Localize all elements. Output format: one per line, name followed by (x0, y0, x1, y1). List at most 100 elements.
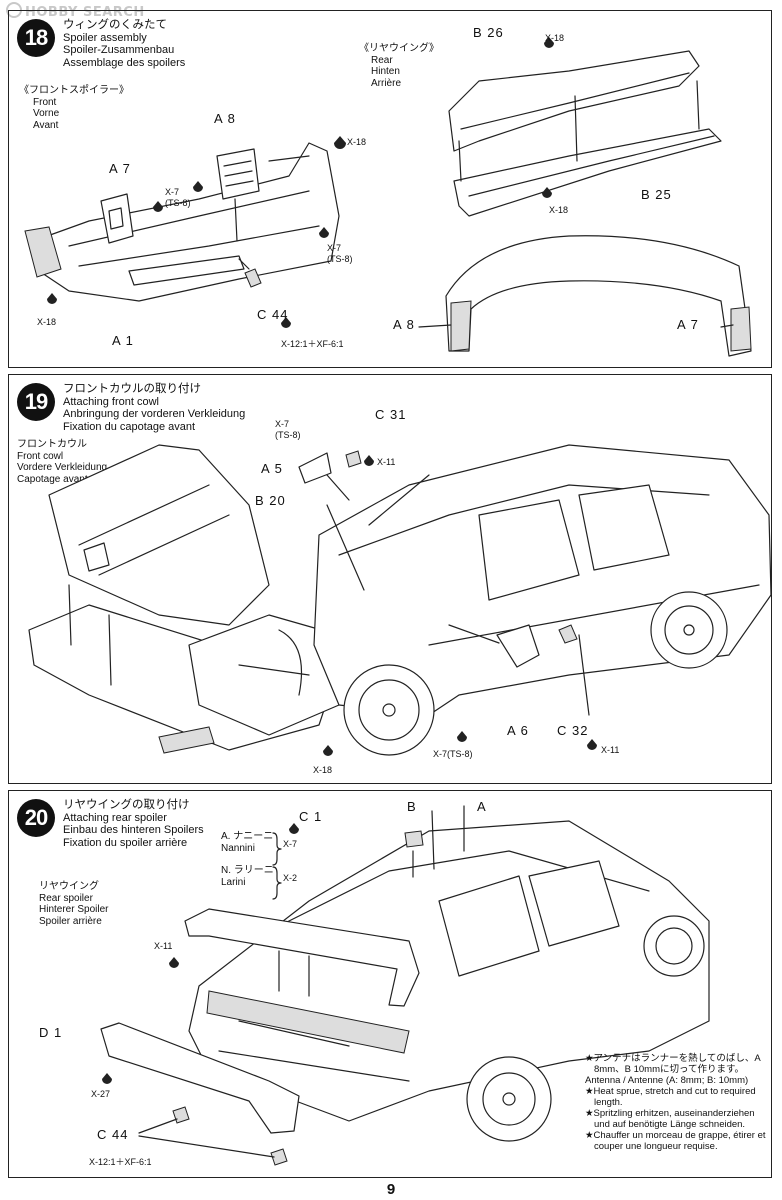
tail-light-bar (206, 990, 410, 1054)
step-20-panel: 20 リヤウイングの取り付け Attaching rear spoiler Ei… (8, 790, 772, 1178)
rear-fr: Arrière (371, 77, 402, 89)
part-a: A (477, 799, 487, 814)
front-cowl-drawing (28, 444, 772, 756)
part-c32: C 32 (557, 723, 589, 738)
step-19-panel: 19 フロントカウルの取り付け Attaching front cowl Anb… (8, 374, 772, 784)
larini-jp: N. ラリーニ (221, 865, 274, 876)
glue-x7: X-7 (275, 419, 290, 429)
glue-ts8-a: (TS-8) (165, 198, 191, 208)
part-a7-bottom: A 7 (677, 317, 699, 332)
cowl-jp: フロントカウル (17, 439, 87, 450)
note-de: ★Spritzling erhitzen, auseinanderziehen … (585, 1108, 755, 1130)
glue-x18: X-18 (313, 765, 333, 775)
front-spoiler-label: 《フロントスポイラー》 Front Vorne Avant (19, 85, 129, 131)
step-number: 20 (17, 799, 55, 837)
part-a5: A 5 (261, 461, 283, 476)
title-en: Attaching rear spoiler (63, 811, 167, 824)
front-cowl (48, 444, 270, 626)
rear-wing-b25 (453, 128, 722, 217)
glue-x2: X-2 (283, 873, 298, 883)
rear-en: Rear (371, 54, 393, 66)
wing-fr: Spoiler arrière (39, 915, 102, 927)
diffuser-d1 (100, 1022, 300, 1134)
part-b20: B 20 (255, 493, 286, 508)
front-cowl-label: フロントカウル Front cowl Vordere Verkleidung C… (17, 439, 107, 485)
step-title: リヤウイングの取り付け Attaching rear spoiler Einba… (63, 799, 204, 849)
rear-wing-b26 (448, 50, 700, 152)
title-de: Anbringung der vorderen Verkleidung (63, 408, 246, 420)
glue-ts8: (TS-8) (275, 430, 301, 440)
part-a6: A 6 (507, 723, 529, 738)
front-de: Vorne (33, 108, 60, 119)
nannini-label: A. ナニーニ Nannini (221, 831, 273, 854)
glue-x11: X-11 (154, 941, 173, 951)
cowl-en: Front cowl (17, 450, 64, 462)
title-jp: ウィングのくみたて (63, 19, 167, 31)
rear-spoiler-drawing (100, 805, 710, 1166)
part-b: B (407, 799, 417, 814)
rear-wing (184, 908, 420, 1007)
wing-jp: リヤウイング (39, 881, 99, 892)
step-18-panel: 18 ウィングのくみたて Spoiler assembly Spoiler-Zu… (8, 10, 772, 368)
title-de: Einbau des hinteren Spoilers (63, 824, 204, 836)
front-jp: 《フロントスポイラー》 (19, 85, 129, 96)
glue-x18-a: X-18 (347, 137, 367, 147)
part-c1: C 1 (299, 809, 323, 824)
rear-spoiler-label: リヤウイング Rear spoiler Hinterer Spoiler Spo… (39, 881, 108, 927)
glue-x18-b: X-18 (545, 33, 565, 43)
title-en: Spoiler assembly (63, 31, 147, 44)
cowl-de: Vordere Verkleidung (17, 462, 108, 473)
nannini-en: Nannini (221, 842, 255, 854)
part-c44: C 44 (97, 1127, 129, 1142)
antenna-note: ★アンテナはランナーを熱してのばし、A 8mm、B 10mmに切って作ります。 … (585, 1053, 771, 1152)
part-a7-top: A 7 (109, 161, 131, 176)
glue-mix: X-12:1＋XF-6:1 (281, 339, 344, 349)
page-number: 9 (386, 1181, 396, 1198)
part-a8-top: A 8 (214, 111, 236, 126)
wing-en: Rear spoiler (39, 892, 93, 904)
title-fr: Fixation du capotage avant (63, 420, 196, 433)
part-b26: B 26 (473, 25, 504, 40)
glue-x7ts8: X-7(TS-8) (433, 749, 473, 759)
glue-x27: X-27 (91, 1089, 111, 1099)
watermark-text: HOBBY SEARCH (25, 5, 145, 20)
note-fr: ★Chauffer un morceau de grappe, étirer e… (585, 1130, 766, 1152)
step-number: 19 (17, 383, 55, 421)
note-jp: ★アンテナはランナーを熱してのばし、A 8mm、B 10mmに切って作ります。 (585, 1053, 761, 1075)
c44-piece (244, 268, 262, 288)
spoiler-drawing (24, 37, 752, 357)
title-en: Attaching front cowl (63, 395, 159, 408)
glue-x7-b: X-7 (327, 243, 342, 253)
glue-x7: X-7 (283, 839, 298, 849)
glue-x11-a: X-11 (377, 457, 396, 467)
step-title: ウィングのくみたて Spoiler assembly Spoiler-Zusam… (63, 19, 185, 69)
part-d1: D 1 (39, 1025, 63, 1040)
front-spoiler-a1 (38, 142, 340, 302)
front-fr: Avant (33, 119, 59, 131)
glue-x18-c: X-18 (549, 205, 569, 215)
larini-label: N. ラリーニ Larini (221, 865, 274, 888)
rear-de: Hinten (371, 66, 400, 77)
title-fr: Fixation du spoiler arrière (63, 836, 188, 849)
glue-ts8-b: (TS-8) (327, 254, 353, 264)
glue-mix: X-12:1＋XF-6:1 (89, 1157, 152, 1167)
part-b25: B 25 (641, 187, 672, 202)
cowl-fr: Capotage avant (17, 473, 88, 485)
title-jp: リヤウイングの取り付け (63, 799, 190, 811)
front-en: Front (33, 96, 57, 108)
part-a8-bottom: A 8 (393, 317, 415, 332)
larini-en: Larini (221, 876, 246, 888)
glue-x11-b: X-11 (601, 745, 620, 755)
note-en: ★Heat sprue, stretch and cut to required… (585, 1086, 756, 1108)
part-c31: C 31 (375, 407, 407, 422)
rear-jp: 《リヤウイング》 (359, 43, 439, 54)
title-jp: フロントカウルの取り付け (63, 383, 201, 395)
corner-piece (24, 226, 62, 278)
step-number: 18 (17, 19, 55, 57)
glue-x18-d: X-18 (37, 317, 57, 327)
title-de: Spoiler-Zusammenbau (63, 44, 175, 56)
wing-de: Hinterer Spoiler (39, 904, 109, 915)
rear-wing-label: 《リヤウイング》 Rear Hinten Arrière (359, 43, 439, 89)
part-a1: A 1 (112, 333, 134, 348)
nannini-jp: A. ナニーニ (221, 831, 274, 842)
